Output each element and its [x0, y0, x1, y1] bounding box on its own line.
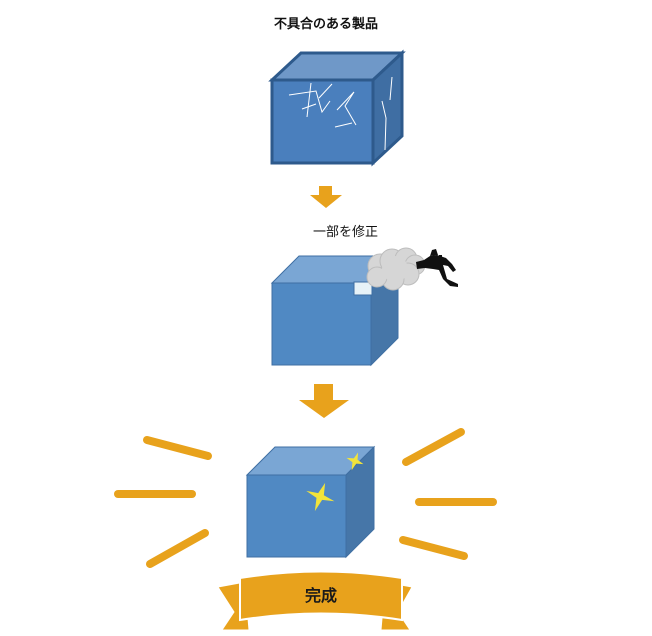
result-label: 完成 — [304, 586, 337, 605]
sparkle-icon — [346, 452, 364, 471]
repair-patch — [353, 281, 373, 296]
defective-cube — [268, 49, 406, 167]
finished-cube — [245, 445, 376, 559]
scratch-marks — [288, 76, 393, 151]
step-label: 一部を修正 — [313, 225, 379, 240]
ribbon-banner-icon — [217, 570, 413, 631]
sparkle-icon — [306, 482, 335, 512]
spray-gun-icon — [416, 249, 458, 287]
diagram-title: 不具合のある製品 — [273, 17, 378, 32]
down-arrow-icon — [299, 384, 349, 418]
down-arrow-icon — [310, 186, 342, 208]
smoke-cloud-icon — [366, 247, 426, 291]
radiating-rays — [114, 428, 497, 568]
